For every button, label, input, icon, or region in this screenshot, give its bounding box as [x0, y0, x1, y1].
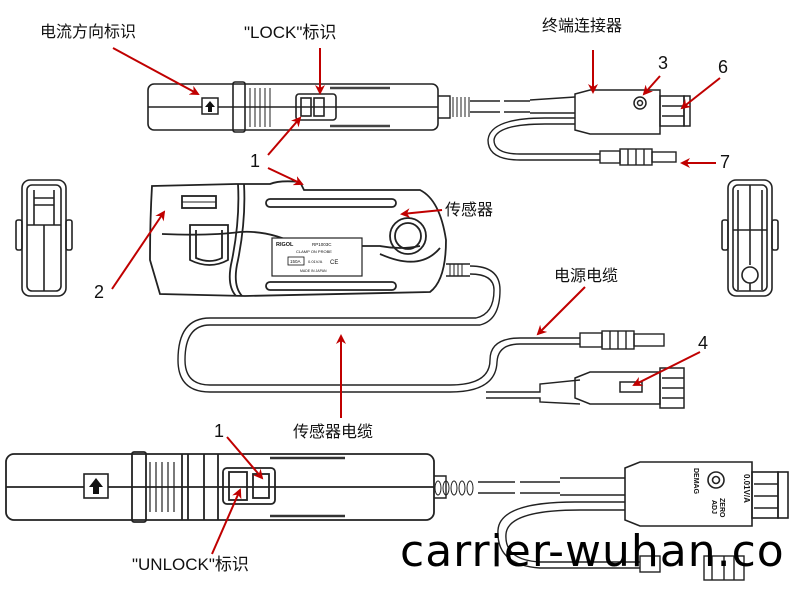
side-view-right [721, 179, 779, 297]
bottom-connector-text: DEMAG 0.01V/A ZERO ADJ [692, 468, 751, 518]
callout-arrows [111, 47, 721, 555]
bottom-probe-body [5, 451, 435, 523]
label-lock-mark: "LOCK"标识 [244, 23, 337, 42]
callout-1-top: 1 [250, 151, 261, 171]
ce-mark: CE [330, 260, 338, 266]
arrow-power-cable [536, 286, 586, 336]
callout-4: 4 [698, 333, 709, 353]
label-current-direction-mark: 电流方向标识 [40, 22, 137, 41]
ratio-text: 0.01V/A [308, 259, 323, 264]
watermark-text: carrier-wuhan.co [400, 526, 785, 577]
label-power-cable: 电源电缆 [554, 266, 619, 285]
label-sensor-cable: 传感器电缆 [293, 422, 374, 441]
bottom-terminal-connector [624, 461, 789, 527]
probe-nameplate: RIGOL RP1003C CLAMP ON PROBE 150A 0.01V/… [271, 237, 363, 277]
bottom-sensor-cable [434, 475, 625, 499]
zero-text: ZERO [718, 498, 725, 518]
adj-text: ADJ [710, 500, 717, 514]
callout-1-bottom: 1 [214, 421, 225, 441]
current-direction-icon [201, 97, 219, 115]
top-probe-body [147, 81, 439, 133]
callout-7: 7 [720, 152, 731, 172]
arrow-4 [632, 351, 701, 386]
arrow-1-bottom [226, 436, 264, 480]
top-terminal-connector [574, 89, 691, 135]
origin-text: MADE IN JAPAN [300, 269, 327, 273]
type-text: CLAMP ON PROBE [296, 249, 332, 254]
brand-text: RIGOL [276, 242, 294, 248]
model-text: RP1003C [312, 242, 332, 247]
arrow-1-top-b [267, 167, 304, 186]
arrow-current-direction [112, 47, 200, 95]
arrow-6 [680, 77, 721, 110]
bottom-power-cable [497, 501, 745, 581]
callout-2: 2 [94, 282, 105, 302]
label-unlock-mark: "UNLOCK"标识 [132, 555, 249, 574]
rating-text: 150A [290, 259, 301, 264]
callout-3: 3 [658, 53, 669, 73]
arrow-3 [642, 75, 661, 96]
sensor-cable-loop [177, 265, 501, 393]
ratio-text: 0.01V/A [742, 474, 751, 503]
top-power-cable [487, 117, 677, 166]
arrow-unlock [211, 488, 242, 555]
label-terminal-connector: 终端连接器 [542, 16, 623, 35]
power-cable-middle [449, 330, 665, 405]
label-sensor: 传感器 [445, 200, 494, 219]
main-probe-body [149, 180, 447, 297]
callout-6: 6 [718, 57, 729, 77]
arrow-2 [111, 210, 166, 290]
main-cable-strain-relief [446, 263, 470, 277]
middle-terminal-connector [574, 367, 685, 409]
arrow-sensor [400, 208, 443, 219]
top-sensor-cable [438, 95, 576, 119]
side-view-left [15, 179, 73, 297]
arrow-1-top-a [267, 116, 302, 156]
demag-text: DEMAG [692, 468, 699, 495]
bottom-current-direction-icon [83, 473, 109, 499]
